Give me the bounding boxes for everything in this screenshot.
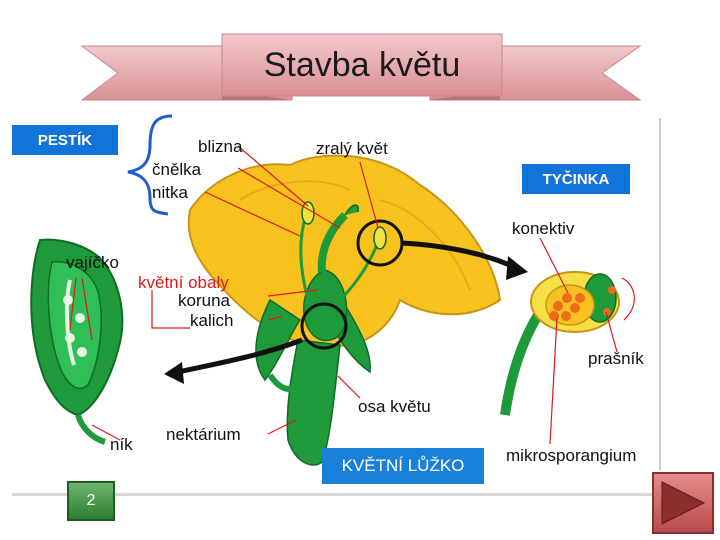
label-nektarium: nektárium [166, 425, 241, 444]
stamen-detail [500, 271, 635, 416]
label-nik: ník [110, 435, 133, 454]
tag-kvetni-luzko: KVĚTNÍ LŮŽKO [322, 448, 484, 484]
page-number-badge[interactable]: 2 [67, 481, 115, 521]
tag-pestik: PESTÍK [12, 125, 118, 155]
label-koruna: koruna [178, 291, 231, 310]
label-osa-kvetu: osa květu [358, 397, 431, 416]
pistil-section [30, 238, 124, 445]
main-flower [187, 154, 502, 466]
next-slide-button[interactable] [652, 472, 714, 534]
label-konektiv: konektiv [512, 219, 575, 238]
label-cnelka: čnělka [152, 160, 202, 179]
label-prasnik: prašník [588, 349, 644, 368]
label-kalich: kalich [190, 311, 233, 330]
label-vajicko: vajíčko [66, 253, 119, 272]
play-triangle-icon [661, 481, 706, 525]
label-kvetni-obaly: květní obaly [138, 273, 229, 292]
label-mikrosporangium: mikrosporangium [506, 446, 636, 465]
flower-diagram: blizna čnělka nitka zralý květ vajíčko k… [30, 114, 661, 470]
title-banner [80, 33, 642, 101]
label-nitka: nitka [152, 183, 188, 202]
tag-tycinka: TYČINKA [522, 164, 630, 194]
page-title: Stavba květu [263, 45, 461, 84]
label-zraly-kvet: zralý květ [316, 139, 388, 158]
label-blizna: blizna [198, 137, 243, 156]
footer-divider [12, 493, 652, 496]
